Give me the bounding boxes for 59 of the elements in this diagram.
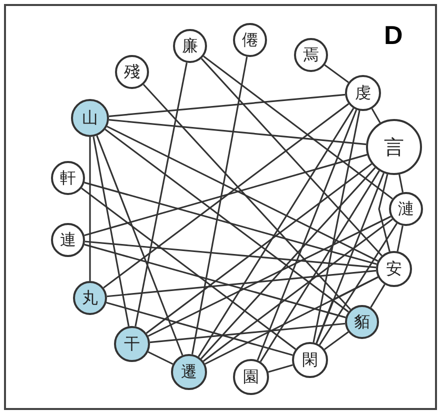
node-label: 殘 (124, 64, 140, 80)
network-edge (106, 126, 378, 262)
network-edge (89, 137, 91, 281)
node-label: 園 (243, 369, 259, 385)
node-label: 連 (60, 232, 76, 248)
node-label: 虔 (355, 85, 371, 101)
network-edge (84, 182, 377, 265)
node-label: 干 (124, 336, 140, 352)
node-label: 山 (82, 110, 98, 126)
network-edge (200, 167, 376, 360)
network-edge (260, 170, 380, 362)
network-edge (106, 270, 376, 298)
network-edge (324, 64, 349, 84)
network-edge (146, 163, 372, 334)
network-edge (134, 62, 188, 326)
network-edge (200, 58, 382, 256)
node-label: 焉 (303, 47, 319, 63)
network-edge (318, 222, 398, 346)
network-edge (396, 226, 404, 252)
network-edge (378, 174, 390, 252)
node-label: 軒 (60, 170, 76, 186)
node-label: 廉 (182, 38, 198, 54)
network-edge (324, 331, 349, 350)
node-label: 閑 (302, 352, 318, 368)
network-edge (371, 108, 381, 124)
network-edge (92, 136, 130, 326)
node-label: 貊 (354, 314, 370, 330)
network-edge (96, 135, 184, 356)
network-edge (150, 322, 346, 344)
network-edge (203, 56, 393, 200)
node-label: 言 (384, 137, 404, 157)
network-edge (103, 103, 350, 288)
node-label: 丸 (82, 290, 98, 306)
network-edge (84, 154, 368, 236)
network-edge (148, 216, 392, 337)
network-edge (108, 94, 346, 118)
node-label: 漣 (398, 201, 414, 217)
network-edge (81, 188, 296, 350)
network-edge (198, 108, 354, 358)
network-edge (316, 276, 378, 344)
node-label: 安 (386, 261, 402, 277)
network-edge (316, 172, 384, 344)
network-edge (202, 218, 393, 362)
network-edge (312, 110, 360, 342)
network-edge (148, 351, 174, 365)
node-label: 僊 (242, 32, 258, 48)
network-edge (191, 56, 248, 354)
network-edge (104, 128, 349, 312)
network-edge (106, 302, 293, 356)
node-label: 遷 (181, 364, 197, 380)
network-edge (398, 174, 404, 192)
network-edge (268, 364, 293, 373)
network-edge (142, 84, 352, 310)
network-edge (256, 109, 358, 361)
network-edge (108, 119, 366, 146)
network-edge (84, 240, 376, 268)
panel-letter: D (384, 20, 403, 51)
network-edge (370, 284, 386, 308)
network-edge (84, 244, 346, 318)
